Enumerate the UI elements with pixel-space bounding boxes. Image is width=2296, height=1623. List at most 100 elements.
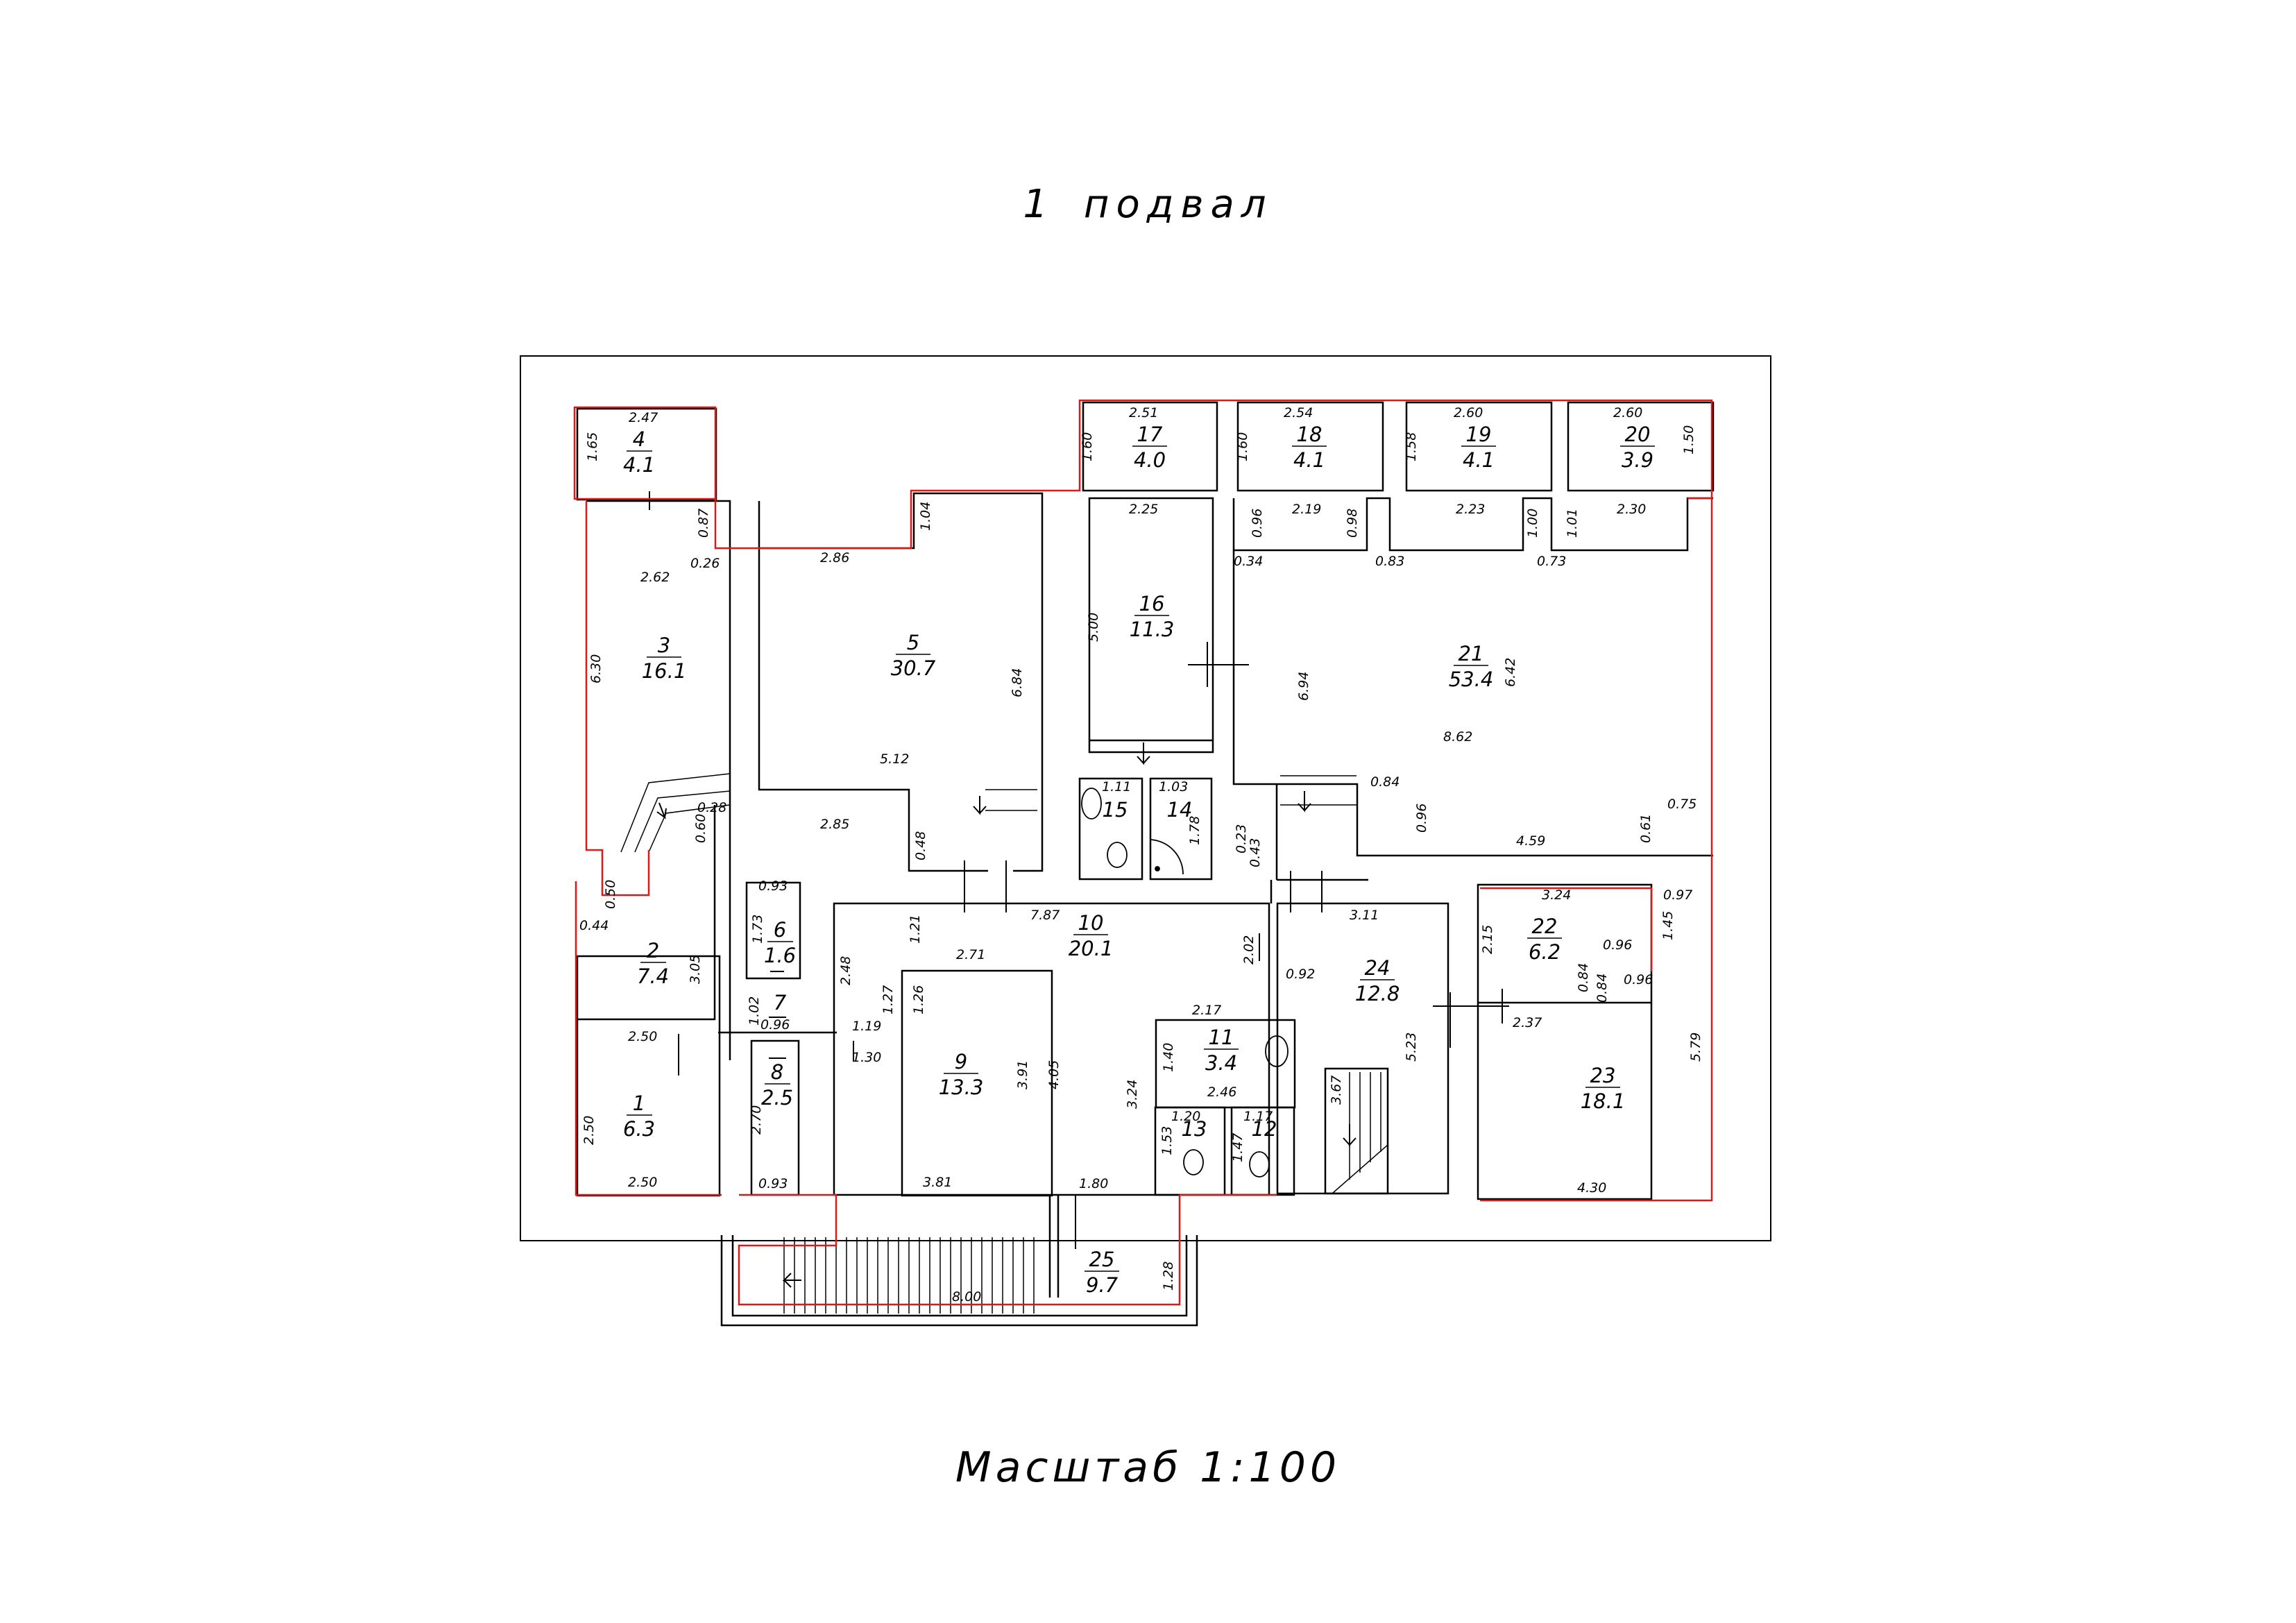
dimension-label: 3.91	[1015, 1060, 1030, 1089]
room-number: 4	[633, 427, 645, 451]
arrows	[656, 742, 1357, 1288]
dimension-label: 0.84	[1576, 963, 1591, 992]
dimension-label: 2.25	[1129, 502, 1158, 517]
dimension-label: 3.24	[1125, 1080, 1140, 1109]
dimension-label: 2.02	[1241, 935, 1257, 965]
stairs	[620, 773, 1388, 1314]
room-area: 12.8	[1355, 982, 1400, 1005]
dimension-label: 2.30	[1617, 502, 1646, 517]
dimension-label: 1.20	[1171, 1109, 1200, 1124]
dimension-label: 1.03	[1159, 779, 1188, 794]
dimension-label: 5.79	[1688, 1033, 1703, 1062]
dimension-label: 1.78	[1187, 816, 1202, 845]
room-number: 17	[1137, 423, 1163, 446]
dimension-label: 4.59	[1516, 833, 1545, 849]
room-area: 53.4	[1449, 668, 1494, 691]
dimension-label: 6.42	[1503, 658, 1518, 687]
dimension-label: 1.47	[1230, 1133, 1245, 1162]
room-number: 11	[1209, 1026, 1234, 1049]
dimension-label: 6.30	[588, 654, 604, 683]
dimension-label: 1.21	[908, 915, 923, 944]
page-title: 1 подвал	[1023, 182, 1273, 227]
dimension-label: 2.23	[1456, 502, 1485, 517]
room-number: 1	[633, 1091, 645, 1115]
dimension-label: 5.12	[880, 751, 909, 767]
dimension-label: 1.58	[1404, 432, 1419, 461]
room-number: 2	[647, 939, 659, 962]
dimension-label: 0.96	[1414, 804, 1429, 833]
room-area: 4.1	[1463, 448, 1495, 472]
dimension-label: 0.93	[758, 878, 788, 894]
room-number: 8	[771, 1060, 783, 1084]
walls	[576, 401, 1715, 1327]
room-area: 9.7	[1086, 1273, 1119, 1297]
dimension-label: 0.44	[579, 918, 609, 933]
room-number: 15	[1103, 798, 1128, 822]
dimension-label: 1.11	[1102, 779, 1131, 794]
room-number: 24	[1365, 956, 1391, 980]
room-area: 16.1	[642, 659, 687, 683]
dimension-label: 3.05	[688, 955, 703, 984]
dimension-label: 2.15	[1480, 925, 1495, 954]
room-area: 4.1	[1293, 448, 1325, 472]
dimension-label: 2.47	[629, 410, 658, 425]
dimension-label: 0.60	[693, 814, 708, 843]
dimension-label: 1.02	[747, 996, 762, 1026]
room-area: 20.1	[1069, 937, 1114, 960]
room-number: 12	[1252, 1117, 1277, 1141]
dimension-label: 1.53	[1159, 1126, 1175, 1155]
dimension-label: 3.11	[1350, 908, 1379, 923]
dimension-label: 0.83	[1375, 554, 1404, 569]
dimension-label: 2.86	[820, 550, 849, 566]
dimension-label: 3.67	[1329, 1076, 1344, 1105]
dimension-label: 0.84	[1370, 774, 1400, 790]
dimension-label: 0.23	[1234, 824, 1249, 853]
dimension-label: 1.40	[1161, 1043, 1176, 1072]
dimension-label: 3.24	[1542, 887, 1571, 903]
dimension-label: 2.60	[1454, 405, 1483, 420]
dimension-label: 2.62	[640, 570, 670, 585]
red-boundaries	[573, 399, 1713, 1306]
dimension-label: 2.37	[1513, 1015, 1542, 1030]
room-area: 1.6	[764, 944, 796, 967]
dimension-label: 4.30	[1577, 1180, 1606, 1196]
dimension-label: 1.26	[911, 985, 926, 1014]
dimension-label: 0.34	[1234, 554, 1263, 569]
dimension-label: 2.19	[1292, 502, 1321, 517]
scale-label: Масштаб 1:100	[955, 1443, 1341, 1492]
room-number: 10	[1078, 911, 1104, 935]
dimension-label: 0.50	[603, 880, 618, 909]
dimension-label: 3.81	[923, 1175, 952, 1190]
sanitary-fixtures	[1081, 788, 1289, 1178]
dimension-label: 2.60	[1613, 405, 1642, 420]
room-number: 9	[955, 1050, 967, 1073]
room-number: 13	[1182, 1117, 1207, 1141]
dimension-label: 1.27	[881, 985, 896, 1014]
dimension-label: 2.46	[1207, 1085, 1236, 1100]
room-number: 25	[1089, 1248, 1115, 1271]
room-number: 7	[774, 991, 787, 1014]
room-labels: 1 6.3 2 7.4 3 16.1 4 4.1 5 30.7 6 1.6 7 …	[623, 423, 1655, 1297]
dimension-label: 2.54	[1284, 405, 1313, 420]
dimension-label: 8.00	[952, 1289, 981, 1305]
dimension-label: 1.65	[585, 432, 600, 461]
room-number: 20	[1625, 423, 1651, 446]
dimension-label: 7.87	[1030, 908, 1060, 923]
dimension-label: 1.30	[852, 1050, 881, 1065]
dimension-label: 1.28	[1161, 1261, 1176, 1291]
dimension-label: 0.87	[696, 509, 711, 538]
dimension-label: 2.71	[956, 947, 985, 962]
dimension-label: 2.70	[749, 1105, 764, 1135]
dimension-label: 1.73	[750, 915, 765, 944]
dimension-label: 5.00	[1086, 613, 1101, 642]
dimension-label: 2.17	[1192, 1003, 1221, 1018]
room-area: 6.2	[1529, 940, 1561, 964]
room-area: 4.0	[1134, 448, 1166, 472]
dimension-label: 0.93	[758, 1176, 788, 1191]
room-area: 6.3	[623, 1117, 655, 1141]
dimension-label: 1.60	[1235, 432, 1250, 461]
dimension-label: 1.45	[1660, 911, 1676, 940]
dimension-label: 0.28	[697, 800, 726, 815]
room-area: 11.3	[1130, 618, 1175, 641]
